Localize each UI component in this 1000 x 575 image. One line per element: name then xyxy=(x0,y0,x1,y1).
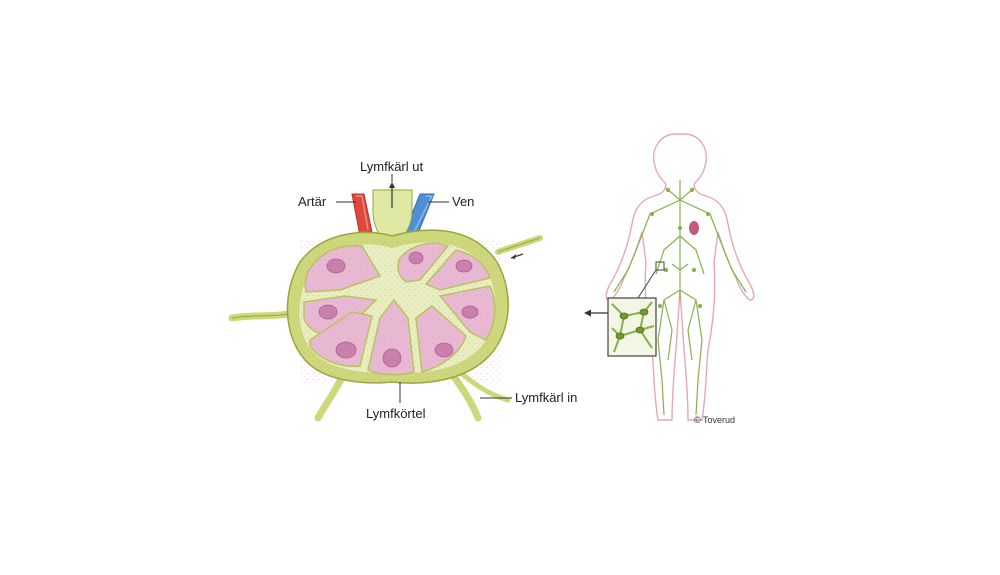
body-outline xyxy=(605,133,755,421)
label-lymph-out: Lymfkärl ut xyxy=(360,159,423,174)
credit-text: © Toverud xyxy=(694,415,735,425)
label-vein: Ven xyxy=(452,194,474,209)
lymph-network-inset xyxy=(584,297,657,357)
human-body-figure xyxy=(605,133,755,421)
zoom-region-marker xyxy=(655,261,665,271)
spleen xyxy=(689,221,699,235)
label-artery: Artär xyxy=(298,194,327,209)
lymph-node-illustration xyxy=(228,174,543,422)
label-lymph-in: Lymfkärl in xyxy=(515,390,577,405)
label-lymph-node: Lymfkörtel xyxy=(366,406,426,421)
lymphatic-network xyxy=(613,180,747,416)
lymph-node-dots xyxy=(650,188,710,308)
